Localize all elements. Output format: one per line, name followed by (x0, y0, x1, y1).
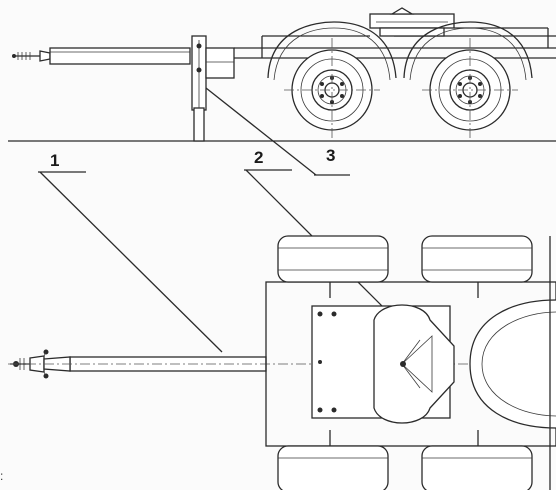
top-view (8, 235, 556, 490)
side-frame (234, 35, 556, 59)
top-tire-rear-right (421, 445, 533, 490)
side-drawbar (49, 47, 191, 65)
top-tire-rear-left (421, 235, 533, 283)
side-view (8, 7, 556, 142)
side-wheel-front (284, 38, 380, 140)
side-fender-rear (403, 21, 533, 79)
callout-1: 1 (38, 151, 223, 353)
side-fifth-wheel (369, 7, 549, 48)
side-wheel-rear (422, 38, 518, 140)
callout-3: 3 (205, 87, 350, 176)
callout-label-2: 2 (254, 148, 263, 167)
top-fifth-wheel (373, 304, 455, 424)
top-chassis (265, 281, 556, 447)
top-rear-dome (469, 299, 556, 429)
top-tire-front-right (277, 445, 389, 490)
callout-label-3: 3 (326, 146, 335, 165)
side-hitch-eye (12, 50, 51, 62)
top-tire-front-left (277, 235, 389, 283)
stray-colon-mark: : (0, 469, 3, 483)
callout-label-1: 1 (50, 151, 59, 170)
side-fender-front (267, 21, 397, 79)
side-support-leg (191, 35, 235, 142)
